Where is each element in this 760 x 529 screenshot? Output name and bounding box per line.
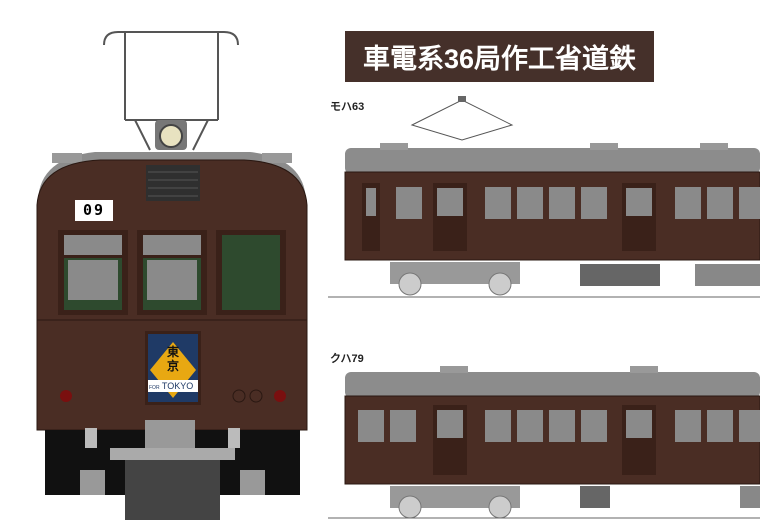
sign-kanji-2: 京 — [166, 359, 179, 373]
front-window-right — [222, 235, 280, 310]
car-moha63 — [328, 96, 760, 298]
page-title: 車電系36局作工省道鉄 — [345, 31, 654, 82]
coupler — [145, 420, 195, 450]
front-grille — [146, 165, 200, 201]
roof-vent-left — [52, 153, 82, 163]
tail-lamp-right — [274, 390, 286, 402]
sign-text: FOR TOKYO — [149, 380, 197, 392]
roof-vent-right — [262, 153, 292, 163]
car-kuha79 — [328, 366, 760, 519]
sign-kanji-1: 東 — [166, 345, 179, 359]
tail-lamp-left — [60, 390, 72, 402]
pantograph-front — [103, 31, 239, 151]
car-label-moha63: モハ63 — [330, 101, 365, 113]
headlight — [159, 124, 183, 148]
car-label-kuha79: クハ79 — [330, 353, 364, 365]
sign-kanji: 東 京 — [160, 345, 186, 373]
train-number: 09 — [75, 200, 113, 221]
sign-for: FOR — [149, 385, 160, 391]
sign-city: TOKYO — [161, 381, 194, 391]
